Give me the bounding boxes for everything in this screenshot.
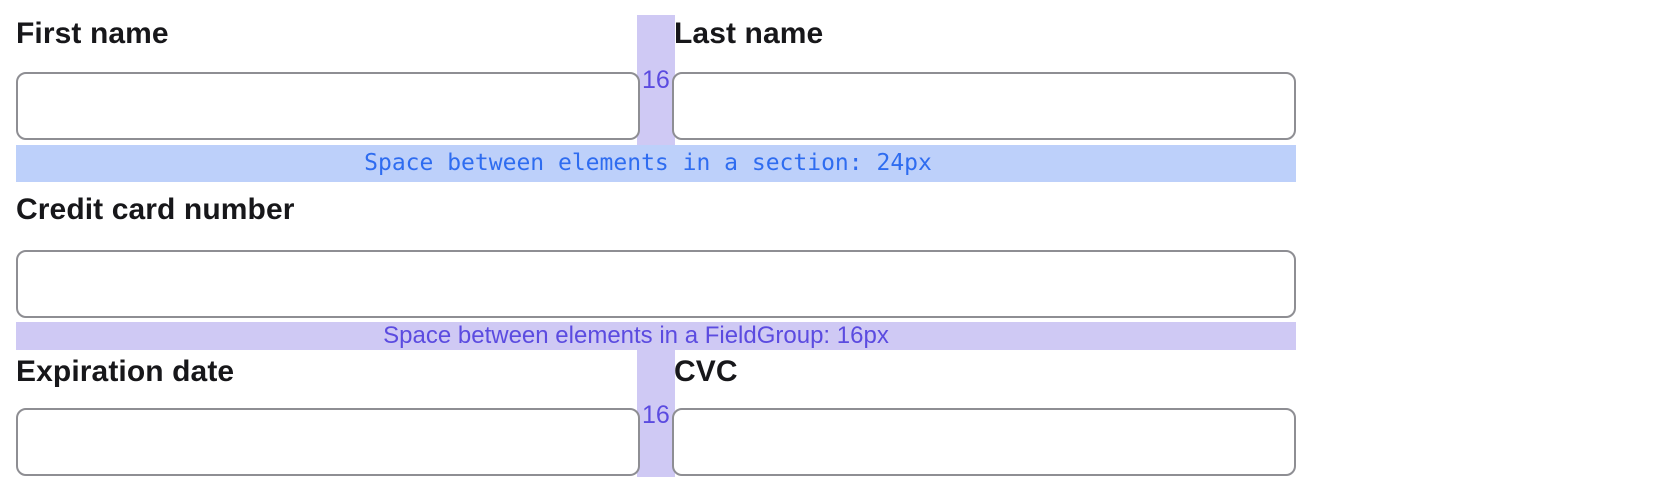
fieldgroup-spacing-label: Space between elements in a FieldGroup: … bbox=[383, 322, 889, 349]
column-gap-highlight-top bbox=[637, 15, 675, 145]
first-name-label: First name bbox=[16, 17, 169, 50]
column-gap-highlight-bottom bbox=[637, 350, 675, 477]
expiration-date-label: Expiration date bbox=[16, 355, 235, 388]
last-name-input[interactable] bbox=[672, 72, 1296, 140]
expiration-date-input[interactable] bbox=[16, 408, 640, 476]
fieldgroup-spacing-annotation: Space between elements in a FieldGroup: … bbox=[16, 322, 1296, 350]
cvc-input[interactable] bbox=[672, 408, 1296, 476]
section-spacing-annotation: Space between elements in a section: 24p… bbox=[16, 145, 1296, 182]
section-spacing-label: Space between elements in a section: 24p… bbox=[364, 150, 932, 176]
first-name-input[interactable] bbox=[16, 72, 640, 140]
column-gap-value-bottom: 16 bbox=[642, 401, 670, 429]
credit-card-input[interactable] bbox=[16, 250, 1296, 318]
column-gap-value-top: 16 bbox=[642, 66, 670, 94]
credit-card-label: Credit card number bbox=[16, 193, 295, 226]
last-name-label: Last name bbox=[674, 17, 824, 50]
cvc-label: CVC bbox=[674, 355, 738, 388]
